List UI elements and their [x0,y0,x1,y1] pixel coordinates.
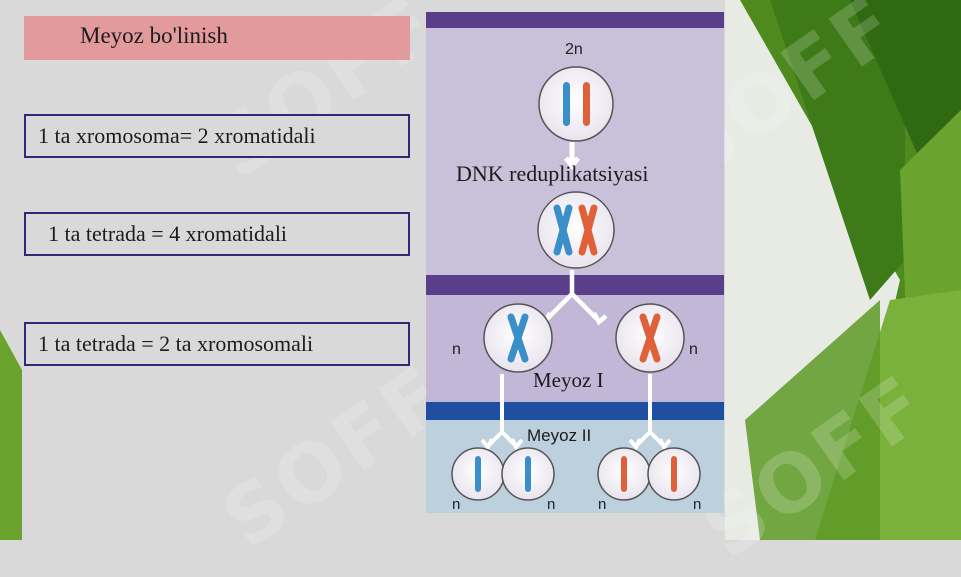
meiosis1-label: Meyoz I [533,368,604,392]
fact-box-tetrad-chromatids: 1 ta tetrada = 4 xromatidali [24,212,410,256]
arrow-down [564,142,580,171]
fact-box-tetrad-chromosomes: 1 ta tetrada = 2 ta xromosomali [24,322,410,366]
chromosome-blue [525,456,531,492]
chromosome-blue [563,82,570,126]
band-purple [426,275,724,295]
ploidy-label-2n: 2n [565,41,583,58]
fact-text: 1 ta xromosoma= 2 xromatidali [38,123,316,148]
replication-label: DNK reduplikatsiyasi [456,161,648,186]
replicated-cell [537,191,615,269]
meiosis2-label: Meyoz II [527,426,591,445]
ploidy-label-n: n [693,496,701,513]
chromosome-blue [475,456,481,492]
chromosome-orange [639,313,661,363]
chromosome-blue [507,313,529,363]
slide-title-box: Meyoz bo'linish [24,16,410,60]
ploidy-label-n: n [547,496,555,513]
arrow-split [536,270,608,326]
arrow-left-branch [480,374,524,451]
meiosis2-label-bg [524,422,620,446]
ploidy-label-n: n [598,496,606,513]
chromosome-orange [671,456,677,492]
replicated-chromosome-orange [578,204,598,256]
arrow-right-branch [628,374,672,451]
green-background [0,0,961,540]
ploidy-label-n: n [452,496,460,513]
chromosome-orange [583,82,590,126]
chromosome-orange [621,456,627,492]
fact-text: 1 ta tetrada = 2 ta xromosomali [38,331,314,356]
top-band [426,12,724,28]
fact-box-chromosome: 1 ta xromosoma= 2 xromatidali [24,114,410,158]
parent-cell [538,66,614,142]
ploidy-label-n: n [689,341,698,358]
replicated-chromosome-blue [553,204,573,256]
slide: SOFF SOFF SOFF SOFF Meyoz bo'linish 1 ta… [0,0,961,540]
ploidy-label-n: n [452,341,461,358]
band-blue [426,402,724,420]
meiosis-diagram: 2n DNK reduplikatsiyasi n n Meyoz I [426,12,724,513]
fact-text: 1 ta tetrada = 4 xromatidali [48,221,288,246]
slide-title: Meyoz bo'linish [80,23,228,48]
